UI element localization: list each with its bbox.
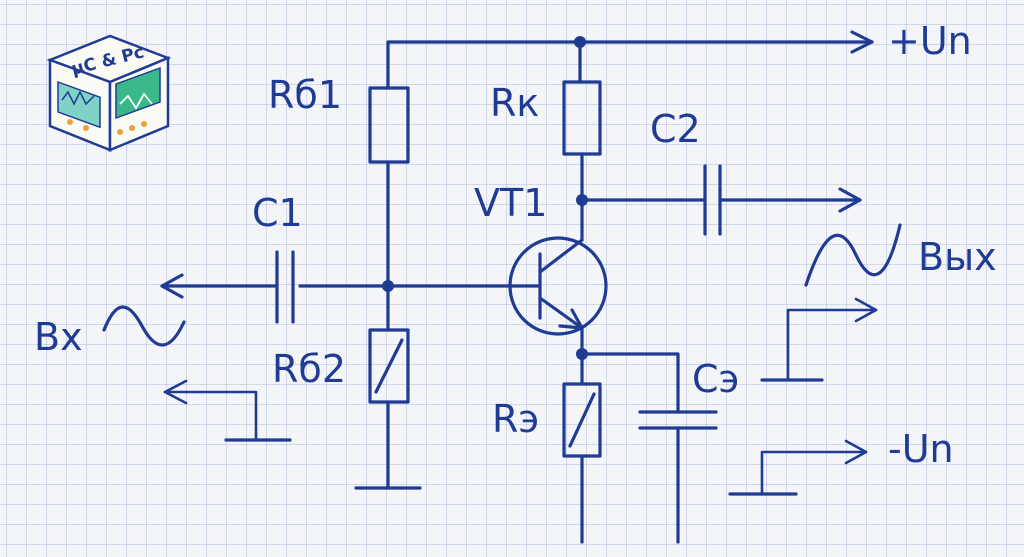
arrow-right-icon [850, 30, 874, 54]
resistor-rb2 [354, 284, 422, 490]
output-ground-return [760, 297, 878, 382]
wave-left-icon [61, 90, 95, 106]
knob-icon [67, 119, 73, 125]
resistor-re-hatch [568, 392, 596, 448]
negative-supply-rail [728, 439, 868, 496]
input-ground-return [163, 379, 292, 442]
capacitor-ce [580, 352, 718, 544]
label-rk: Rк [490, 81, 539, 125]
label-rb2: Rб2 [272, 347, 346, 391]
arrow-left-icon [160, 273, 184, 299]
top-rail-wire [386, 40, 874, 90]
label-input: Вх [34, 315, 83, 359]
positive-supply-rail [386, 30, 874, 90]
oscilloscope-screen-right-icon [115, 66, 161, 120]
wave-right-icon [119, 92, 153, 110]
wire [786, 308, 878, 382]
arrow-right-icon [838, 187, 862, 213]
label-ce: Cэ [692, 357, 739, 401]
label-negative-supply: -Un [888, 427, 954, 471]
logo: μC & Pc [46, 34, 172, 152]
transistor-emitter-lead [538, 296, 584, 330]
label-vt1: VT1 [474, 181, 547, 225]
label-c1: C1 [252, 191, 303, 235]
resistor-rb1 [368, 86, 410, 287]
wire [163, 390, 258, 442]
label-re: Rэ [492, 397, 539, 441]
arrow-right-icon [844, 439, 868, 465]
transistor-collector-lead [538, 238, 584, 274]
resistor-rb2-hatch [374, 338, 404, 394]
resistor-rk-body [562, 80, 602, 156]
output-sine-wave-icon [804, 223, 902, 287]
capacitor-c1 [160, 250, 542, 324]
label-positive-supply: +Un [888, 19, 972, 63]
knob-icon [129, 125, 135, 131]
label-output: Вых [918, 235, 997, 279]
knob-icon [141, 121, 147, 127]
knob-icon [117, 129, 123, 135]
input-sine-wave-icon [102, 305, 186, 347]
label-c2: C2 [650, 107, 701, 151]
resistor-rk [562, 40, 602, 242]
arrow-right-icon [854, 297, 878, 323]
label-rb1: Rб1 [268, 73, 342, 117]
resistor-rb1-body [368, 86, 410, 164]
resistor-re [562, 326, 602, 544]
wire [580, 352, 680, 414]
wire [760, 450, 868, 496]
capacitor-c2 [580, 164, 862, 236]
knob-icon [83, 125, 89, 131]
arrow-left-icon [163, 379, 188, 405]
